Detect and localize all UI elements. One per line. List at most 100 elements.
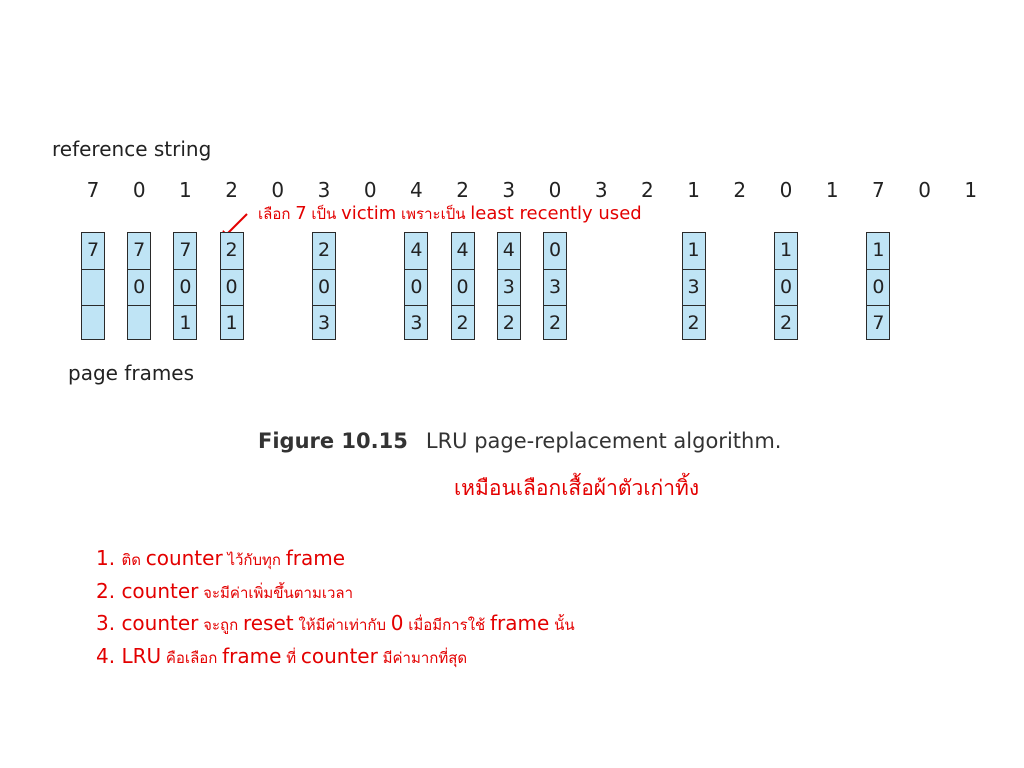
note-part: 2. counter: [96, 578, 199, 603]
note-part: counter: [145, 546, 223, 570]
reference-value: 2: [456, 178, 469, 202]
note-item: 1. ติด counter ไว้กับทุก frame: [96, 543, 575, 576]
reference-value: 1: [964, 178, 978, 202]
frame-cell: 0: [220, 269, 243, 305]
frame-cell: 2: [317, 239, 331, 261]
annotation-part: 7: [295, 203, 307, 224]
reference-value: 3: [594, 178, 608, 202]
note-part: counter: [300, 643, 378, 668]
frame-cell: 2: [497, 305, 520, 341]
frame-cell: 2: [775, 305, 797, 341]
frame-cell: 0: [548, 239, 562, 261]
figure-title: LRU page-replacement algorithm.: [425, 429, 782, 453]
reference-value: 3: [317, 178, 331, 202]
note-item: 4. LRU คือเลือก frame ที่ counter มีค่าม…: [96, 641, 575, 674]
reference-value: 0: [918, 178, 931, 202]
frame-cell: 3: [544, 269, 566, 305]
reference-value: 0: [363, 178, 377, 202]
frame-cell: 4: [410, 239, 423, 261]
reference-value: 2: [641, 178, 654, 202]
note-part: 0: [390, 611, 404, 635]
analogy-note: เหมือนเลือกเสื้อผ้าตัวเก่าทิ้ง: [454, 476, 700, 500]
frame-cell: 7: [86, 239, 100, 261]
frame-cell: 0: [867, 269, 890, 305]
annotation-part: เพราะเป็น: [396, 205, 471, 223]
frame-cell: 4: [456, 239, 469, 261]
annotation-part: victim: [341, 203, 397, 224]
note-part: 4. LRU: [96, 643, 162, 668]
page-frames-label: page frames: [68, 361, 195, 385]
frame-cell: 1: [779, 239, 793, 261]
frame-cell: [128, 305, 151, 341]
reference-value: 7: [86, 178, 100, 202]
frame-cell: 2: [544, 305, 566, 341]
reference-value: 2: [225, 178, 238, 202]
frame-cell: 2: [225, 239, 238, 261]
frame-cell: 0: [174, 269, 197, 305]
note-part: ให้มีค่าเท่ากับ: [293, 616, 391, 634]
note-item: 3. counter จะถูก reset ให้มีค่าเท่ากับ 0…: [96, 608, 575, 641]
figure-label: Figure 10.15: [258, 429, 408, 453]
reference-value: 1: [825, 178, 839, 202]
reference-string-label: reference string: [52, 137, 212, 161]
annotation-part: เลือก: [258, 205, 296, 223]
frame-cell: 7: [179, 239, 192, 261]
note-part: นั้น: [549, 616, 575, 634]
frame-column: 7: [81, 232, 105, 340]
note-part: จะมีค่าเพิ่มขึ้นตามเวลา: [198, 583, 353, 602]
frame-cell: [82, 305, 104, 341]
note-part: frame: [490, 611, 550, 635]
figure-caption: Figure 10.15 LRU page-replacement algorit…: [258, 429, 781, 453]
reference-value: 1: [687, 178, 700, 202]
frame-cell: 2: [682, 305, 705, 341]
reference-value: 0: [271, 178, 285, 202]
frame-cell: 0: [775, 269, 797, 305]
annotation-part: เป็น: [306, 205, 342, 223]
reference-value: 2: [733, 178, 747, 202]
note-part: ติด: [121, 551, 146, 569]
note-item: 2. counter จะมีค่าเพิ่มขึ้นตามเวลา: [96, 576, 575, 609]
reference-value: 3: [502, 178, 516, 202]
reference-value: 7: [872, 178, 885, 202]
frame-cell: 7: [867, 305, 890, 341]
reference-value: 1: [179, 178, 192, 202]
note-part: frame: [285, 546, 346, 570]
frame-cell: 1: [872, 239, 885, 261]
frame-cell: 3: [682, 269, 705, 305]
note-part: frame: [222, 643, 282, 668]
frame-cell: 2: [451, 305, 474, 341]
frame-cell: 7: [133, 239, 146, 261]
victim-annotation: เลือก 7 เป็น victim เพราะเป็น least rece…: [258, 202, 642, 226]
annotation-part: least recently used: [470, 203, 642, 224]
frame-cell: 0: [313, 269, 335, 305]
note-part: มีค่ามากที่สุด: [377, 648, 468, 667]
reference-value: 4: [410, 178, 423, 202]
frame-cell: 1: [174, 305, 197, 341]
frame-cell: 0: [451, 269, 474, 305]
reference-value: 0: [132, 178, 146, 202]
frame-cell: 0: [128, 269, 151, 305]
note-part: จะถูก: [198, 616, 243, 634]
reference-value: 0: [548, 178, 562, 202]
frame-cell: 3: [405, 305, 428, 341]
frame-cell: 1: [220, 305, 243, 341]
frame-cell: 3: [497, 269, 520, 305]
note-part: ไว้กับทุก: [222, 551, 286, 569]
note-part: เมื่อมีการใช้: [403, 616, 490, 634]
frame-cell: 4: [502, 239, 515, 261]
note-part: 1.: [96, 546, 122, 570]
reference-value: 0: [779, 178, 793, 202]
frame-cell: [82, 269, 104, 305]
victim-arrow: [225, 213, 248, 236]
